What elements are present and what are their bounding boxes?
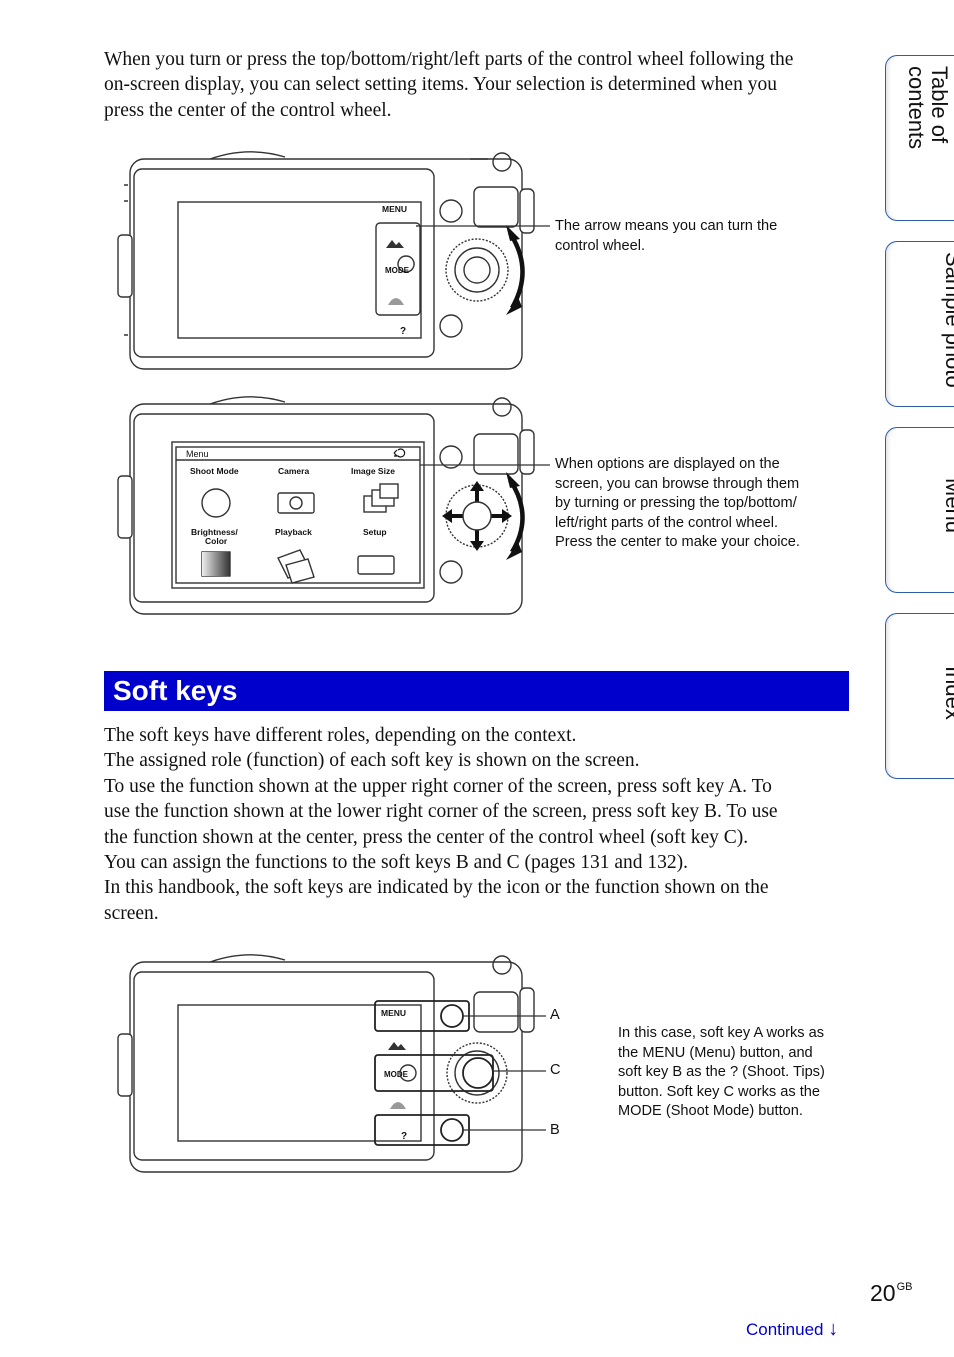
continued-link[interactable]: Continued ↓	[746, 1318, 839, 1340]
camera-diagram-turn: MENU MODE ?	[117, 151, 550, 370]
down-arrow-icon: ↓	[828, 1318, 839, 1340]
menu-item-shoot-mode: Shoot Mode	[190, 466, 239, 476]
back-icon	[393, 448, 406, 458]
body-line: the function shown at the center, press …	[104, 826, 749, 848]
menu-item-camera: Camera	[278, 466, 309, 476]
tab-label: Sample photo	[941, 252, 954, 388]
menu-item-color: Color	[205, 536, 228, 546]
tab-sample-photo[interactable]: Sample photo	[885, 241, 954, 407]
intro-line: on-screen display, you can select settin…	[104, 74, 777, 96]
menu-screen-title: Menu	[186, 449, 209, 459]
intro-paragraph: When you turn or press the top/bottom/ri…	[104, 47, 793, 123]
body-line: In this handbook, the soft keys are indi…	[104, 877, 769, 899]
tab-label: Index	[941, 666, 954, 720]
tab-label: Table of	[927, 66, 952, 144]
caption-soft-key-roles: In this case, soft key A works as the ME…	[618, 1025, 825, 1120]
body-line: You can assign the functions to the soft…	[104, 852, 689, 874]
menu-item-brightness: Brightness/	[191, 527, 238, 537]
menu-softkey-label: MENU	[382, 204, 407, 214]
camera-diagram-menu: Menu Shoot Mode Camera Image Size Bright…	[117, 396, 550, 615]
page-number: 20GB	[870, 1280, 913, 1306]
menu-item-playback: Playback	[275, 527, 312, 537]
help-softkey-label: ?	[401, 1131, 407, 1142]
body-line: The assigned role (function) of each sof…	[104, 750, 640, 772]
caption-turn-wheel: The arrow means you can turn the control…	[555, 218, 778, 254]
intro-line: press the center of the control wheel.	[104, 99, 392, 121]
section-heading-soft-keys: Soft keys	[104, 671, 849, 711]
tab-table-of-contents[interactable]: Table of contents	[885, 55, 954, 221]
tab-label: Menu	[941, 478, 954, 534]
soft-keys-paragraph: The soft keys have different roles, depe…	[104, 723, 778, 926]
menu-item-image-size: Image Size	[351, 466, 395, 476]
label-soft-key-b: B	[550, 1122, 560, 1138]
mode-label: MODE	[384, 1070, 409, 1079]
body-line: To use the function shown at the upper r…	[104, 775, 772, 797]
menu-item-setup: Setup	[363, 527, 387, 537]
tab-menu[interactable]: Menu	[885, 427, 954, 593]
menu-softkey-label: MENU	[381, 1008, 406, 1018]
tab-index[interactable]: Index	[885, 613, 954, 779]
body-line: screen.	[104, 902, 159, 924]
body-line: The soft keys have different roles, depe…	[104, 725, 577, 746]
body-line: use the function shown at the lower righ…	[104, 801, 778, 823]
label-soft-key-a: A	[550, 1007, 560, 1023]
camera-diagram-soft-keys: MENU MODE ?	[117, 954, 546, 1173]
mode-label: MODE	[385, 266, 410, 275]
label-soft-key-c: C	[550, 1062, 561, 1078]
page-suffix: GB	[896, 1281, 913, 1293]
intro-line: When you turn or press the top/bottom/ri…	[104, 49, 794, 70]
help-softkey-label: ?	[400, 326, 406, 337]
caption-browse-options: When options are displayed on the screen…	[555, 456, 800, 551]
tab-label: contents	[904, 66, 929, 150]
